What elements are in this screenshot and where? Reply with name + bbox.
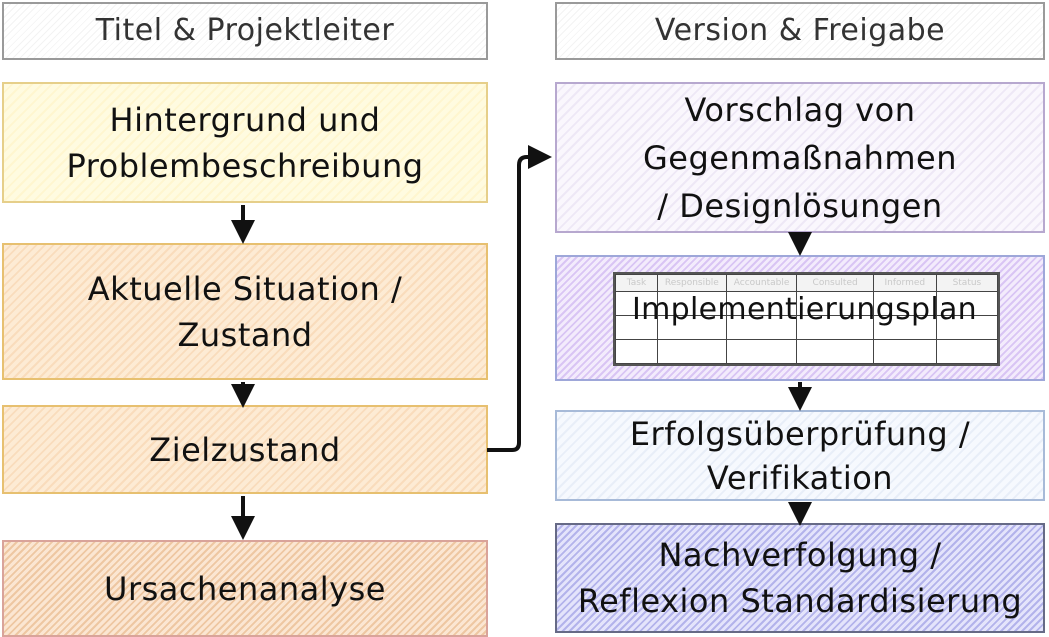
raci-cell <box>657 339 727 364</box>
header-left-label: Titel & Projektleiter <box>95 13 395 48</box>
raci-header-cell: Informed <box>872 274 937 292</box>
raci-header-cell: Status <box>935 274 999 292</box>
step-text-line: Verifikation <box>706 458 894 497</box>
header-right-label: Version & Freigabe <box>654 13 946 48</box>
step-text-line: Problembeschreibung <box>66 146 424 185</box>
step-verification: Erfolgsüberprüfung / Verifikation <box>555 410 1045 501</box>
raci-row <box>614 291 999 316</box>
step-background-problem: Hintergrund und Problembeschreibung <box>2 82 488 203</box>
step-text-line: Erfolgsüberprüfung / <box>629 414 971 453</box>
raci-cell <box>935 291 999 316</box>
step-text-line: Gegenmaßnahmen <box>642 138 957 177</box>
raci-cell <box>725 291 798 316</box>
header-title-project-lead: Titel & Projektleiter <box>2 2 488 60</box>
raci-row <box>614 315 999 340</box>
arrow-elbow-icon <box>487 145 552 452</box>
step-text-line: Zielzustand <box>149 430 341 469</box>
raci-cell <box>657 291 727 316</box>
raci-header-cell: Responsible <box>657 274 727 292</box>
step-current-situation: Aktuelle Situation / Zustand <box>2 243 488 380</box>
raci-cell <box>614 315 659 340</box>
step-text-line: / Designlösungen <box>657 186 943 225</box>
step-root-cause-analysis: Ursachenanalyse <box>2 540 488 637</box>
raci-cell <box>935 339 999 364</box>
step-countermeasures: Vorschlag von Gegenmaßnahmen / Designlös… <box>555 82 1045 233</box>
step-text-line: Hintergrund und <box>109 100 381 139</box>
raci-row <box>614 339 999 364</box>
step-text-line: Reflexion Standardisierung <box>577 582 1023 620</box>
step-text-line: Nachverfolgung / <box>658 536 942 574</box>
step-text-line: Aktuelle Situation / <box>87 269 403 308</box>
step-text-line: Vorschlag von <box>684 90 916 129</box>
raci-cell <box>796 339 874 364</box>
raci-cell <box>614 339 659 364</box>
step-text-line: Zustand <box>177 315 313 354</box>
raci-header-cell: Consulted <box>796 274 874 292</box>
header-version-approval: Version & Freigabe <box>555 2 1045 60</box>
implementation-plan-title: Implementierungsplan <box>632 292 977 327</box>
raci-cell <box>872 339 937 364</box>
step-text-line: Ursachenanalyse <box>104 569 386 608</box>
step-follow-up-standardization: Nachverfolgung / Reflexion Standardisier… <box>555 523 1045 633</box>
raci-table: Task Responsible Accountable Consulted I… <box>613 272 1000 366</box>
